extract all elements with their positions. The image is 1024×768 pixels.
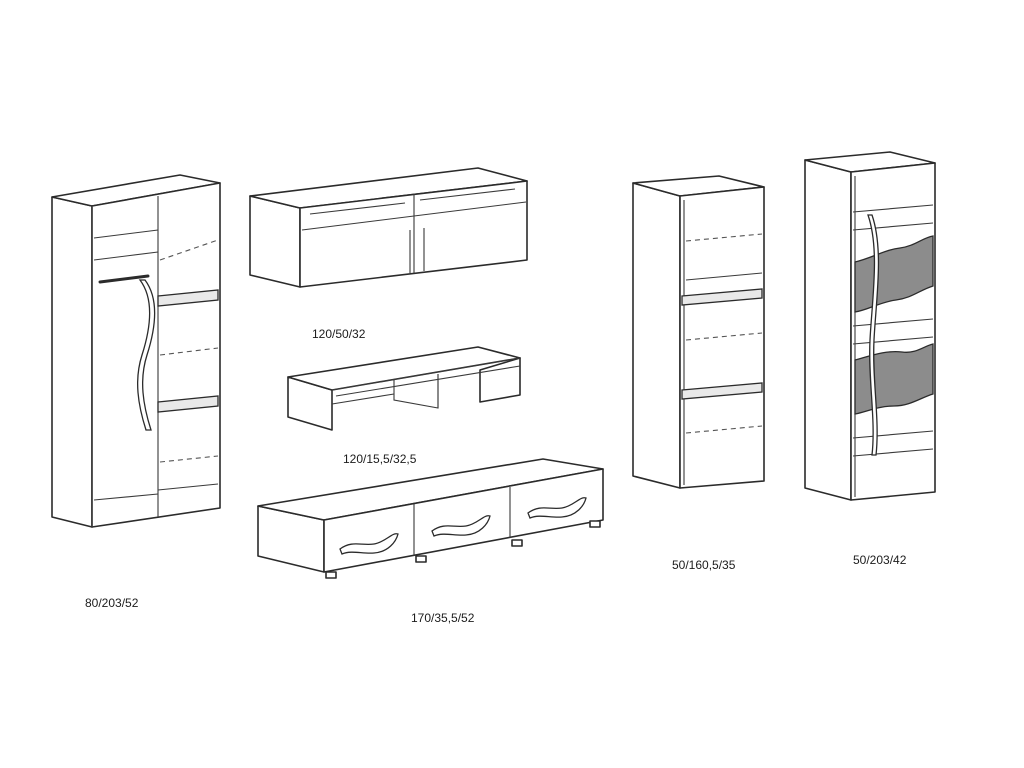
bookcase-dimensions-label: 50/160,5/35 [672, 558, 736, 572]
display-cabinet-drawing [804, 151, 936, 501]
wall-cabinet-dimensions-label: 120/50/32 [312, 327, 366, 341]
wardrobe-dimensions-label: 80/203/52 [85, 596, 139, 610]
tv-stand-drawing [257, 458, 604, 579]
low-shelf-drawing [287, 346, 521, 431]
low-shelf-dimensions-label: 120/15,5/32,5 [343, 452, 417, 466]
display-cabinet-dimensions-label: 50/203/42 [853, 553, 907, 567]
bookcase-drawing [632, 175, 765, 489]
tv-stand-dimensions-label: 170/35,5/52 [411, 611, 475, 625]
wall-cabinet-drawing [249, 167, 528, 288]
wardrobe-drawing [51, 174, 221, 528]
